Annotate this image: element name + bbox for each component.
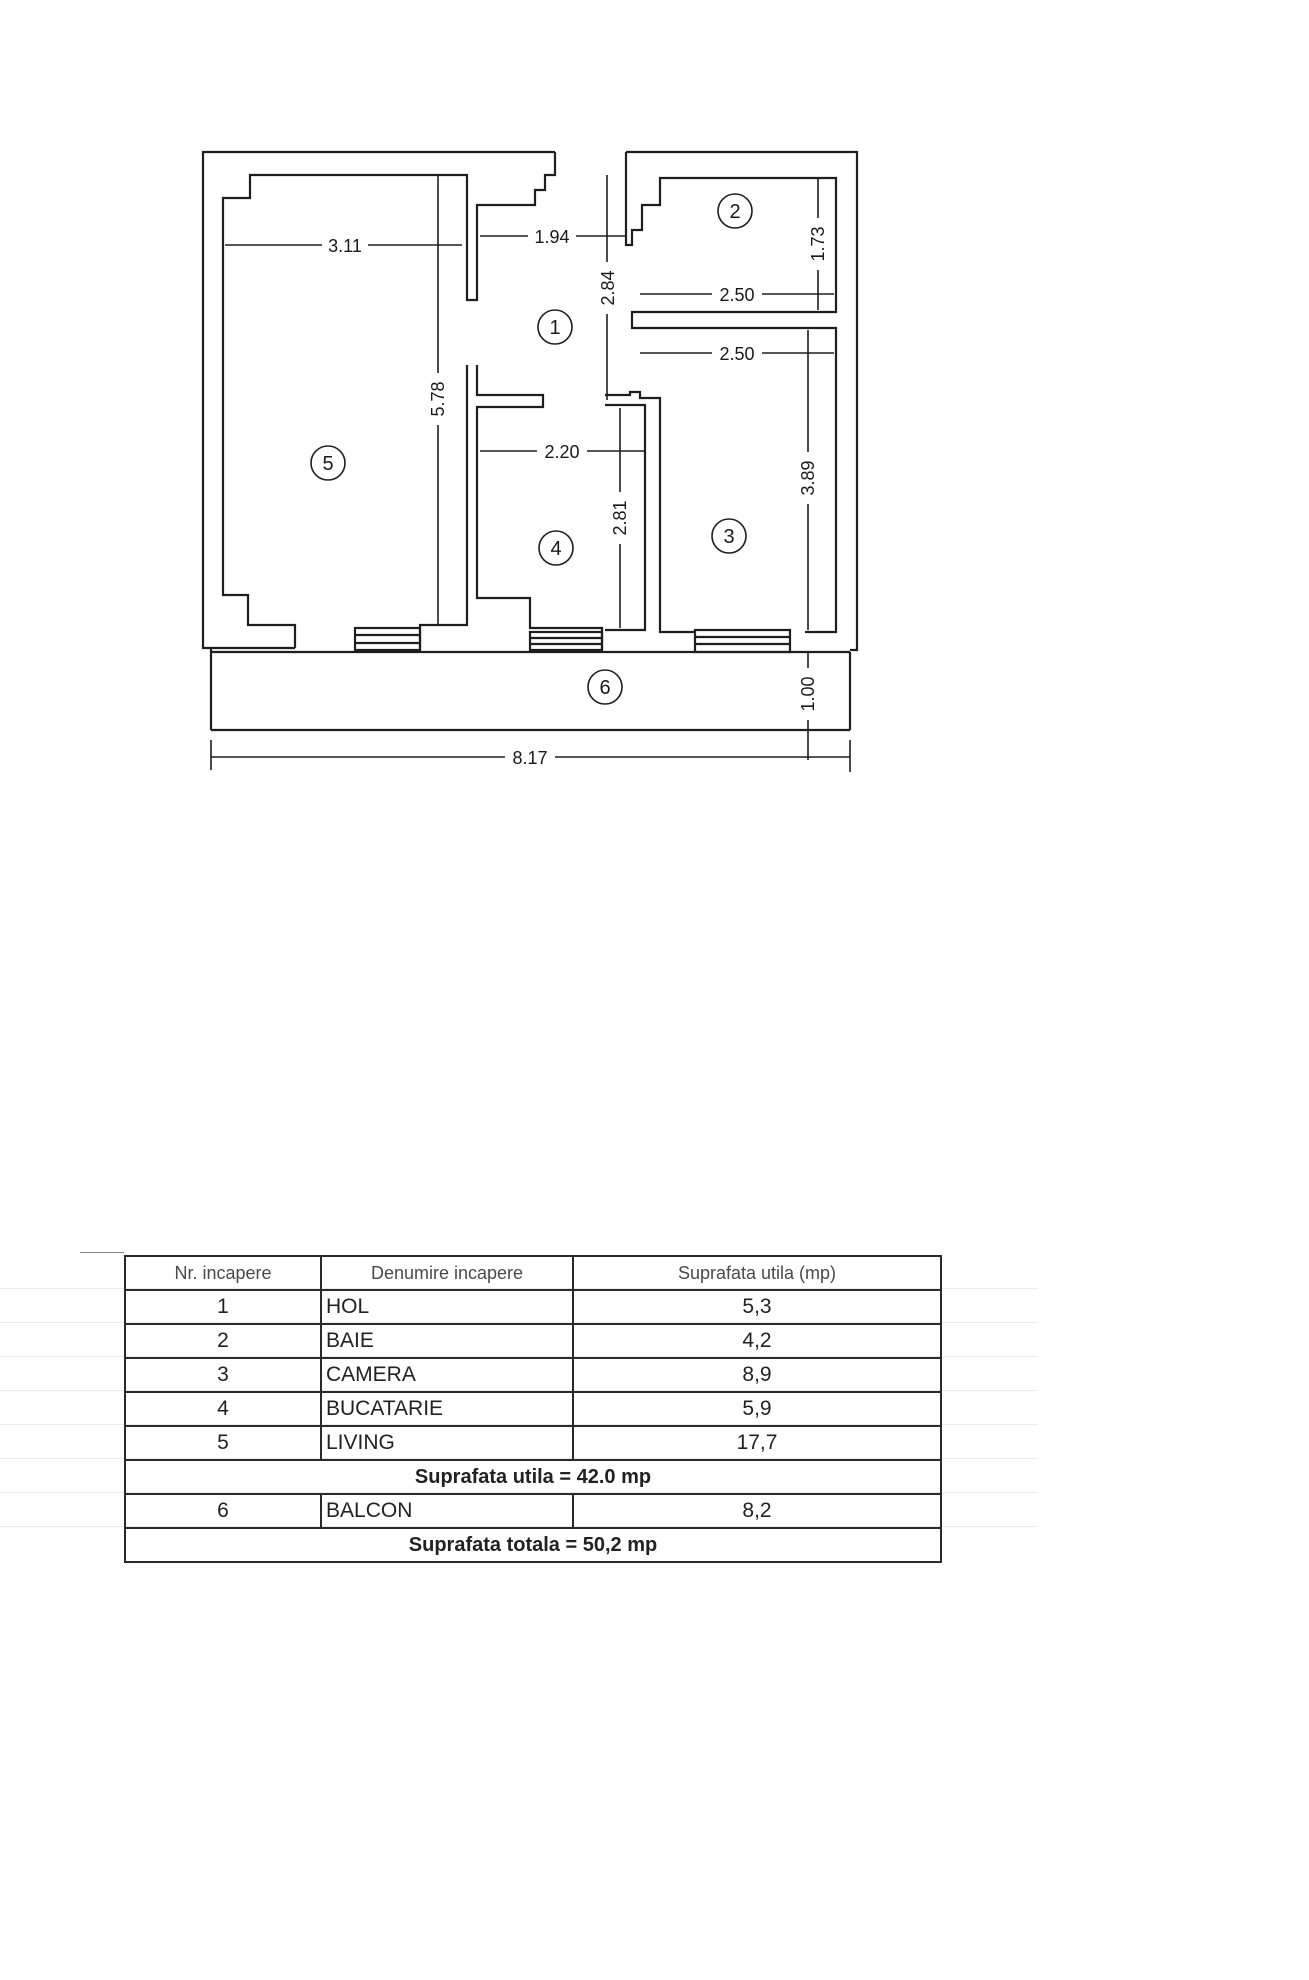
table-row: 4 BUCATARIE 5,9 <box>124 1391 942 1427</box>
table-row: 1 HOL 5,3 <box>124 1289 942 1325</box>
dim-kitchen-width: 2.20 <box>544 442 579 462</box>
header-useful-area: Suprafata utila (mp) <box>572 1255 942 1291</box>
cell-room-name: BALCON <box>320 1493 574 1529</box>
dim-kitchen-height: 2.81 <box>610 500 630 535</box>
dim-bath-height: 1.73 <box>808 226 828 261</box>
cell-room-area: 8,2 <box>572 1493 942 1529</box>
outer-walls <box>201 150 859 732</box>
table-left-rule <box>80 1252 124 1253</box>
dimension-labels: 3.11 1.94 2.84 1.73 2.50 2.50 5.78 2.20 … <box>322 218 829 768</box>
cell-room-area: 4,2 <box>572 1323 942 1359</box>
cell-room-number: 6 <box>124 1493 322 1529</box>
dim-hall-height: 2.84 <box>598 270 618 305</box>
room-5-number: 5 <box>322 453 333 475</box>
table-row: 2 BAIE 4,2 <box>124 1323 942 1359</box>
useful-area-summary-row: Suprafata utila = 42.0 mp <box>124 1459 942 1495</box>
table-row: 3 CAMERA 8,9 <box>124 1357 942 1393</box>
header-room-name: Denumire incapere <box>320 1255 574 1291</box>
cell-room-area: 5,9 <box>572 1391 942 1427</box>
room-markers: 1 2 3 4 5 6 <box>310 193 753 705</box>
useful-area-total: Suprafata utila = 42.0 mp <box>124 1459 942 1495</box>
dimension-lines <box>210 175 851 772</box>
cell-room-name: CAMERA <box>320 1357 574 1393</box>
dim-living-width: 3.11 <box>328 236 362 256</box>
table-row: 6 BALCON 8,2 <box>124 1493 942 1529</box>
cell-room-name: LIVING <box>320 1425 574 1461</box>
cell-room-name: BAIE <box>320 1323 574 1359</box>
dim-hall-width: 1.94 <box>534 227 569 247</box>
dim-bath-width: 2.50 <box>719 285 754 305</box>
cell-room-area: 5,3 <box>572 1289 942 1325</box>
table-row: 5 LIVING 17,7 <box>124 1425 942 1461</box>
room-2-number: 2 <box>729 201 740 223</box>
dim-room-width: 2.50 <box>719 344 754 364</box>
cell-room-number: 4 <box>124 1391 322 1427</box>
area-table: Nr. incapere Denumire incapere Suprafata… <box>124 1255 942 1563</box>
room-6-number: 6 <box>599 677 610 699</box>
room-3-number: 3 <box>723 526 734 548</box>
dim-balcony-depth: 1.00 <box>798 676 818 711</box>
cell-room-number: 1 <box>124 1289 322 1325</box>
room-4-number: 4 <box>550 538 561 560</box>
header-room-number: Nr. incapere <box>124 1255 322 1291</box>
floor-plan: 3.11 1.94 2.84 1.73 2.50 2.50 5.78 2.20 … <box>201 150 859 772</box>
dim-room-height: 3.89 <box>798 460 818 495</box>
cell-room-area: 17,7 <box>572 1425 942 1461</box>
cell-room-area: 8,9 <box>572 1357 942 1393</box>
cell-room-number: 5 <box>124 1425 322 1461</box>
cell-room-number: 2 <box>124 1323 322 1359</box>
dim-living-height: 5.78 <box>428 381 448 416</box>
dim-total-width: 8.17 <box>512 748 547 768</box>
total-area: Suprafata totala = 50,2 mp <box>124 1527 942 1563</box>
room-1-number: 1 <box>549 317 560 339</box>
total-area-summary-row: Suprafata totala = 50,2 mp <box>124 1527 942 1563</box>
table-header-row: Nr. incapere Denumire incapere Suprafata… <box>124 1255 942 1291</box>
cell-room-name: BUCATARIE <box>320 1391 574 1427</box>
cell-room-number: 3 <box>124 1357 322 1393</box>
cell-room-name: HOL <box>320 1289 574 1325</box>
